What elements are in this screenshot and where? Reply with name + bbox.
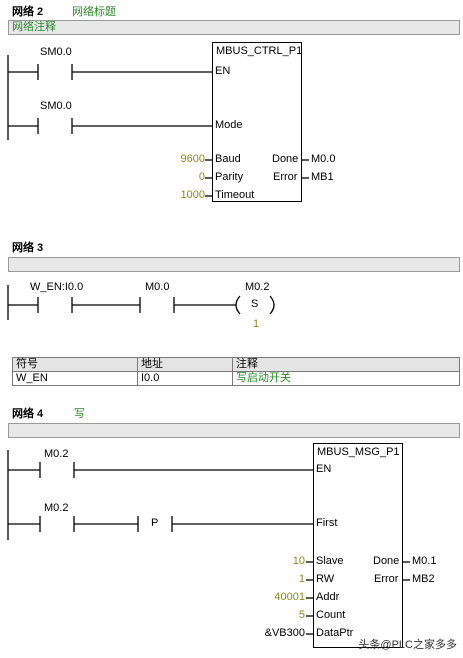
contact-wen-label: W_EN:I0.0 <box>30 281 84 293</box>
pin-error: Error <box>273 171 298 183</box>
param-slave-value[interactable]: 10 <box>292 555 305 567</box>
pulse-contact-label: P <box>151 517 159 529</box>
pin-dataptr: DataPtr <box>316 627 354 639</box>
pin-parity: Parity <box>215 171 244 183</box>
network-2-label: 网络 2 <box>12 6 44 18</box>
pin-done: Done <box>272 153 299 165</box>
contact-sm00-a-label: SM0.0 <box>40 46 72 58</box>
output-done-value[interactable]: M0.1 <box>412 555 437 567</box>
mbus-ctrl-block-name: MBUS_CTRL_P1 <box>216 45 303 57</box>
pin-baud: Baud <box>215 153 241 165</box>
param-rw-value[interactable]: 1 <box>298 573 305 585</box>
mbus-ctrl-block[interactable] <box>212 42 302 202</box>
symbol-table: 符号 地址 注释 W_EN I0.0 写启动开关 <box>12 357 460 386</box>
comment-cell: 写启动开关 <box>232 371 460 386</box>
pin-mode: Mode <box>215 119 243 131</box>
contact-m02-a-label: M0.2 <box>44 448 69 460</box>
coil-set-count[interactable]: 1 <box>253 318 260 330</box>
network-2-comment[interactable]: 网络注释 <box>8 20 460 35</box>
pin-count: Count <box>316 609 346 621</box>
comment-header: 注释 <box>232 357 460 372</box>
pin-en: EN <box>215 65 231 77</box>
network-2-title[interactable]: 网络标题 <box>72 6 116 18</box>
output-error-value[interactable]: MB1 <box>311 171 334 183</box>
output-error-value[interactable]: MB2 <box>412 573 435 585</box>
watermark: 头条@PLC之家多多 <box>358 639 457 651</box>
pin-addr: Addr <box>316 591 340 603</box>
contact-m02-b-label: M0.2 <box>44 502 69 514</box>
coil-set-type: S <box>251 298 259 310</box>
mbus-msg-block-name: MBUS_MSG_P1 <box>317 446 400 458</box>
network-4-title[interactable]: 写 <box>74 408 85 420</box>
param-baud-value[interactable]: 9600 <box>180 153 205 165</box>
param-count-value[interactable]: 5 <box>298 609 305 621</box>
contact-sm00-b-label: SM0.0 <box>40 100 72 112</box>
pin-timeout: Timeout <box>215 189 255 201</box>
network-3-label: 网络 3 <box>12 242 44 254</box>
network-4-label: 网络 4 <box>12 408 44 420</box>
param-addr-value[interactable]: 40001 <box>274 591 305 603</box>
mbus-msg-block[interactable] <box>313 443 403 648</box>
address-cell: I0.0 <box>137 371 233 386</box>
param-parity-value[interactable]: 0 <box>198 171 205 183</box>
output-done-value[interactable]: M0.0 <box>311 153 336 165</box>
symbol-header: 符号 <box>12 357 138 372</box>
network-3-comment[interactable] <box>8 257 460 272</box>
network-4-comment[interactable] <box>8 423 460 438</box>
param-dataptr-value[interactable]: &VB300 <box>264 627 305 639</box>
coil-address-label: M0.2 <box>245 281 270 293</box>
param-timeout-value[interactable]: 1000 <box>180 189 205 201</box>
pin-done: Done <box>373 555 400 567</box>
pin-en: EN <box>316 463 332 475</box>
contact-m00-label: M0.0 <box>145 281 170 293</box>
pin-first: First <box>316 517 338 529</box>
pin-slave: Slave <box>316 555 344 567</box>
pin-rw: RW <box>316 573 335 585</box>
address-header: 地址 <box>137 357 233 372</box>
symbol-cell: W_EN <box>12 371 138 386</box>
pin-error: Error <box>374 573 399 585</box>
table-row: W_EN I0.0 写启动开关 <box>12 371 460 386</box>
